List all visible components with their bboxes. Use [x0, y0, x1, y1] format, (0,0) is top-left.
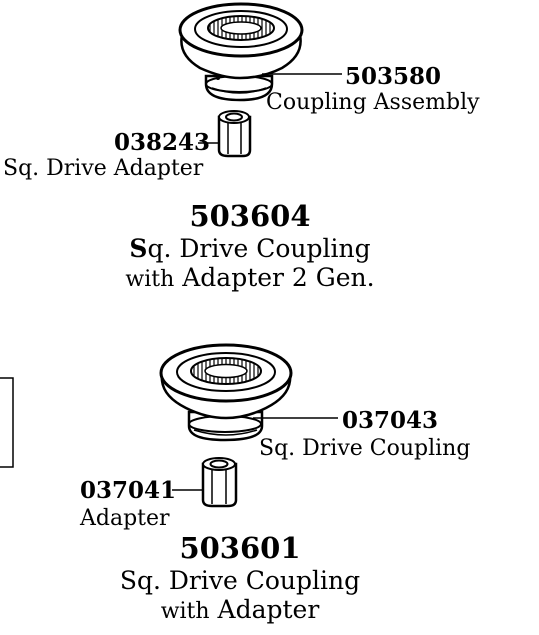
sq-drive-adapter-label: Sq. Drive Adapter	[3, 156, 204, 181]
kit-503601-line2-with: with	[160, 599, 210, 624]
kit-503604-line2-rest: Adapter 2 Gen.	[174, 263, 375, 292]
kit-503601-line1: Sq. Drive Coupling	[119, 566, 361, 595]
bottom-coupling-drawing	[159, 343, 293, 442]
kit-503601-number: 503601	[179, 531, 301, 565]
top-coupling-drawing	[178, 2, 304, 102]
sq-drive-coupling-label: Sq. Drive Coupling	[259, 436, 471, 461]
kit-503604-line2: with Adapter 2 Gen.	[100, 265, 400, 291]
kit-503601-line2: with Adapter	[90, 597, 390, 623]
kit-503604-line1: Sq. Drive Coupling	[100, 236, 400, 261]
adapter-part-number: 037041	[80, 477, 177, 504]
bottom-adapter-drawing	[201, 457, 238, 508]
partial-frame	[0, 377, 14, 468]
kit-503604-number: 503604	[189, 199, 311, 233]
coupling-assembly-part-number: 503580	[345, 63, 442, 90]
sq-drive-adapter-part-number: 038243	[114, 129, 211, 156]
kit-503604-line1-bold: S	[129, 234, 148, 263]
coupling-assembly-label: Coupling Assembly	[266, 90, 480, 115]
sq-drive-coupling-part-number: 037043	[342, 407, 439, 434]
top-adapter-drawing	[217, 110, 252, 158]
kit-503604-line1-rest: q. Drive Coupling	[147, 234, 371, 263]
adapter-label: Adapter	[80, 506, 170, 531]
kit-503604-line2-with: with	[125, 267, 175, 292]
kit-503601-line2-rest: Adapter	[209, 595, 320, 624]
